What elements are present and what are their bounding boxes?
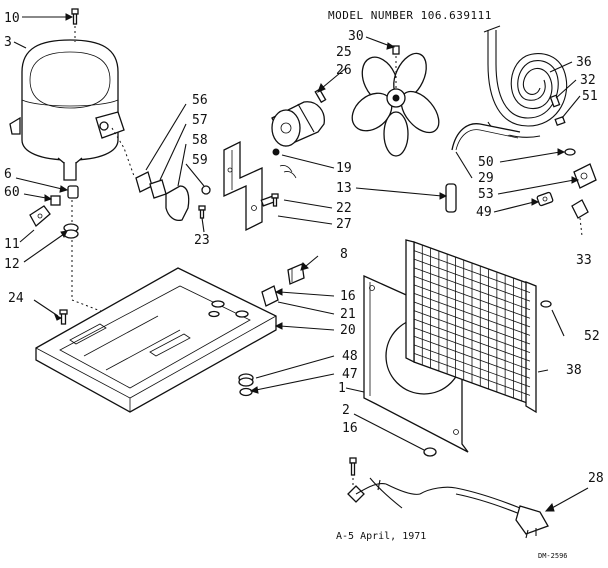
label-part-59: 59 [192,153,208,168]
label-part-32: 32 [580,73,596,88]
grille-horizontal-line [413,318,531,362]
screw-22 [271,193,279,207]
clip-11 [29,205,51,228]
label-part-56: 56 [192,93,208,108]
label-part-47: 47 [342,367,358,382]
label-part-38: 38 [566,363,582,378]
label-part-48: 48 [342,349,358,364]
date-note: A-5 April, 1971 [336,531,426,542]
label-part-26: 26 [336,63,352,78]
bracket-8 [287,263,305,285]
label-part-51: 51 [582,89,598,104]
power-cord [347,477,549,539]
clip-19 [272,148,297,179]
label-part-3: 3 [4,35,12,50]
grommet-48 [238,373,254,387]
label-part-11: 11 [4,237,20,252]
label-part-13: 13 [336,181,352,196]
screw-23 [198,205,206,219]
label-part-1: 1 [338,381,346,396]
clip-59 [201,185,211,195]
grille-horizontal-line [413,310,531,353]
screw-52 [540,300,552,308]
seal-50 [564,148,576,156]
label-part-50: 50 [478,155,494,170]
label-part-12: 12 [4,257,20,272]
spacer-60 [50,195,61,206]
grille-horizontal-line [413,258,531,302]
label-part-23: 23 [194,233,210,248]
fan-motor [271,88,327,147]
label-part-58: 58 [192,133,208,148]
label-part-2: 2 [342,403,350,418]
label-part-49: 49 [476,205,492,220]
label-part-22: 22 [336,201,352,216]
label-part-53: 53 [478,187,494,202]
label-part-27: 27 [336,217,352,232]
label-part-25: 25 [336,45,352,60]
condenser-tubing [483,25,568,138]
part-number-labels: 10 3 6 60 11 12 24 56 57 58 59 23 30 25 … [4,11,604,486]
capacitor-13 [445,183,457,213]
label-part-21: 21 [340,307,356,322]
label-part-36: 36 [576,55,592,70]
grille-horizontal-line [413,284,531,328]
label-part-16-lower: 16 [342,421,358,436]
label-part-10: 10 [4,11,20,26]
bolt-10 [71,8,79,25]
label-part-19: 19 [336,161,352,176]
base-pan [35,267,277,413]
drier-29 [451,123,521,151]
grommet-47 [239,387,253,397]
grille-horizontal-line [413,301,531,345]
label-part-57: 57 [192,113,208,128]
label-part-28: 28 [588,471,604,486]
grille-horizontal-line [413,327,531,371]
label-part-20: 20 [340,323,356,338]
fitting-32 [549,94,561,108]
label-part-6: 6 [4,167,12,182]
compressor [9,39,125,181]
nut-30 [392,45,400,55]
label-part-16-upper: 16 [340,289,356,304]
condenser-grille [405,239,537,414]
clip-21 [261,285,279,307]
condenser-grid-lines [413,245,531,401]
fan-blade [351,52,440,157]
grille-horizontal-line [413,353,531,396]
model-number-header: MODEL NUMBER 106.639111 [328,9,492,22]
label-part-52: 52 [584,329,600,344]
fitting-51 [554,115,566,127]
grille-horizontal-line [413,344,531,388]
label-part-33: 33 [576,253,592,268]
cover-58 [165,185,190,222]
label-part-24: 24 [8,291,24,306]
grille-horizontal-line [413,275,531,319]
relay-57 [149,179,167,199]
motor-bracket [223,140,276,232]
grommet-6 [67,185,79,199]
screw-2 [423,447,437,457]
leader-lines [13,13,589,512]
label-part-8: 8 [340,247,348,262]
label-part-30: 30 [348,29,364,44]
label-part-60: 60 [4,185,20,200]
grille-horizontal-line [413,293,531,336]
overload-56 [135,171,153,193]
valve-49 [536,191,554,207]
drawing-code: DM-2596 [538,552,568,560]
switch-53 [573,163,597,189]
screw-16-lower [349,457,357,476]
label-part-29: 29 [478,171,494,186]
grille-horizontal-line [413,250,531,293]
grille-horizontal-line [413,267,531,311]
clip-33 [571,199,589,219]
screw-24 [59,309,68,325]
grille-horizontal-line [413,335,531,379]
